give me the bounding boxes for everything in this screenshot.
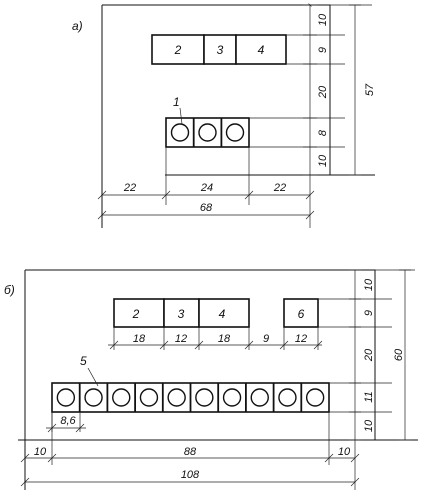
figure-b-dim-box-0: 18 (133, 333, 146, 345)
figure-a-seat-vertical-extensions (165, 147, 250, 205)
figure-b-seat-circle (139, 388, 159, 407)
figure-b-seat-circle (305, 388, 325, 407)
figure-b-seat-circle (195, 388, 214, 407)
figure-b-dim-bottom-2: 10 (338, 446, 351, 458)
figure-a-dim-bottom-1: 24 (200, 182, 213, 194)
figure-b-box-6 (283, 298, 319, 328)
figure-a-seat-block (165, 117, 250, 148)
figure-a-dim-right-0: 10 (317, 13, 329, 26)
figure-b-box-2-label: 2 (132, 307, 140, 321)
figure-b-seat-extension-lines (329, 382, 392, 413)
figure-a-callout-1: 1 (173, 95, 180, 109)
figure-a-right-dim-ticks (303, 4, 317, 176)
figure-b-seat-circle (250, 388, 269, 407)
figure-b-dim-right-4: 10 (363, 419, 375, 432)
figure-b-box-vertical-extensions (113, 327, 319, 350)
figure-b-right-dim-ticks (349, 269, 361, 441)
figure-a-seat-row (165, 117, 250, 148)
figure-b-total-height-dim (399, 269, 411, 441)
figure-b-dim-right-0: 10 (363, 278, 375, 291)
figure-a-box-3-label: 3 (217, 43, 224, 57)
figure-b-dim-right-3: 11 (363, 391, 375, 402)
figure-b-dim-right-1: 9 (363, 310, 375, 316)
figure-b-dim-bottom-1: 88 (184, 446, 197, 458)
figure-a-box-2-label: 2 (174, 43, 182, 57)
figure-b-box-4 (198, 298, 250, 328)
figure-b-seat-circle (56, 388, 76, 407)
figure-a-frame (102, 4, 331, 175)
figure-b-label: б) (4, 283, 15, 297)
figure-a-dim-total-height: 57 (364, 83, 376, 96)
figure-a-box-4-label: 4 (258, 43, 265, 57)
figure-a-dim-right-4: 10 (317, 154, 329, 167)
figure-b-callout-5: 5 (80, 354, 87, 368)
figure-b: б) 2 3 4 6 18 12 18 9 12 (4, 269, 418, 490)
figure-b-dim-box-1: 12 (175, 333, 187, 345)
figure-b-frame (25, 269, 376, 440)
figure-a-box-4 (235, 34, 287, 65)
figure-a-dim-bottom-2: 22 (273, 182, 286, 194)
figure-a-box-extension-lines (286, 34, 345, 65)
figure-b-dim-total-width: 108 (181, 469, 200, 481)
figure-b-seat-circle (112, 388, 131, 407)
figure-b-callout-leader (87, 367, 99, 387)
figure-a-dim-right-3: 8 (317, 129, 329, 136)
figure-a-seat-circle (198, 123, 217, 142)
figure-b-dim-pitch: 8,6 (60, 415, 76, 427)
figure-b-box-3-label: 3 (178, 307, 185, 321)
figure-a-dim-bottom-0: 22 (123, 182, 136, 194)
figure-a-label: а) (72, 19, 83, 33)
figure-b-seat-dividers (78, 383, 303, 412)
figure-b-bottom-vertical-extensions (51, 412, 356, 490)
figure-a-seat-extension-lines (249, 117, 345, 148)
figure-a-seat-circle (225, 123, 245, 142)
figure-b-bottom-dim-ticks (20, 453, 360, 463)
figure-b-seat-circle (222, 388, 242, 407)
figure-b-seat-circles (56, 388, 325, 407)
figure-b-dim-box-2: 18 (218, 333, 231, 345)
figure-a-dim-right-2: 20 (317, 85, 329, 99)
figure-a-seat-circle (170, 123, 190, 142)
figure-a-box-row: 2 3 4 (151, 34, 287, 65)
figure-b-box-6-label: 6 (298, 307, 305, 321)
figure-b-dim-total-height: 60 (393, 348, 405, 361)
figure-b-box-4-label: 4 (219, 307, 226, 321)
figure-a-callout-leader (179, 107, 183, 125)
figure-a-dim-total-width: 68 (200, 202, 213, 214)
figure-b-dim-box-3: 9 (263, 333, 269, 345)
figure-a-bottom-dim-ticks (97, 190, 315, 200)
figure-b-dim-bottom-0: 10 (34, 446, 47, 458)
figure-a-total-width-dim (97, 210, 315, 220)
figure-a-total-height-dim (349, 4, 361, 176)
figure-b-total-width-dim (20, 477, 360, 487)
figure-b-box-dim-ticks (109, 340, 323, 350)
figure-b-seat-row (51, 382, 330, 413)
figure-b-dim-right-2: 20 (363, 348, 375, 362)
figure-a-dim-right-1: 9 (317, 47, 329, 53)
figure-b-seat-circle (278, 388, 297, 407)
figure-a: а) 2 3 4 1 10 9 (72, 3, 376, 228)
figure-b-dim-box-4: 12 (295, 333, 307, 345)
figure-b-seat-circle (84, 388, 103, 407)
figure-b-box-row: 2 3 4 6 (113, 298, 319, 328)
figure-b-seat-circle (167, 388, 186, 407)
